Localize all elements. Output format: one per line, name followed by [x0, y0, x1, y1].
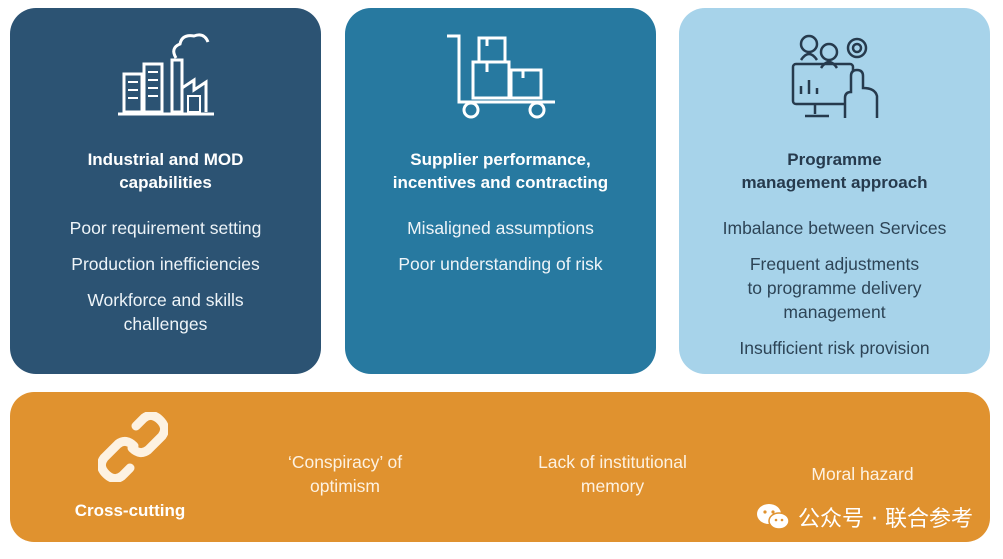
issue-item: Imbalance between Services: [722, 218, 947, 238]
issue-item: Misaligned assumptions: [407, 218, 594, 238]
card-title: Programme management approach: [699, 148, 970, 194]
card-title-line: Industrial and MOD: [87, 150, 244, 169]
cross-cutting-item: Moral hazard: [811, 464, 914, 484]
cross-cutting-title: Cross-cutting: [74, 501, 186, 520]
chain-link-icon: [96, 410, 170, 487]
card-title: Industrial and MOD capabilities: [30, 148, 301, 194]
watermark: 公众号 · 联合参考: [756, 501, 973, 533]
card-title-line: capabilities: [119, 173, 212, 192]
card-title-line: incentives and contracting: [392, 173, 609, 192]
card-title-line: management approach: [741, 173, 928, 192]
issue-list: Imbalance between Services Frequent adju…: [697, 216, 972, 372]
watermark-text: 公众号 · 联合参考: [798, 507, 973, 532]
card-programme-management: Programme management approach Imbalance …: [679, 8, 990, 374]
card-title: Supplier performance, incentives and con…: [365, 148, 636, 194]
card-supplier-performance: Supplier performance, incentives and con…: [345, 8, 656, 374]
warehouse-trolley-icon: [345, 30, 656, 125]
card-title-line: Programme: [787, 150, 882, 169]
card-industrial-capabilities: Industrial and MOD capabilities Poor req…: [10, 8, 321, 374]
factory-icon: [10, 30, 321, 125]
issue-item: Poor requirement setting: [69, 218, 262, 238]
issue-item: Poor understanding of risk: [398, 254, 603, 274]
issue-item: Insufficient risk provision: [739, 338, 930, 358]
programme-management-icon: [679, 30, 990, 125]
issue-item: Production inefficiencies: [71, 254, 260, 274]
wechat-icon: [757, 504, 790, 530]
card-title-line: Supplier performance,: [410, 150, 591, 169]
issue-list: Poor requirement setting Production inef…: [28, 216, 303, 348]
issue-list: Misaligned assumptions Poor understandin…: [363, 216, 638, 288]
